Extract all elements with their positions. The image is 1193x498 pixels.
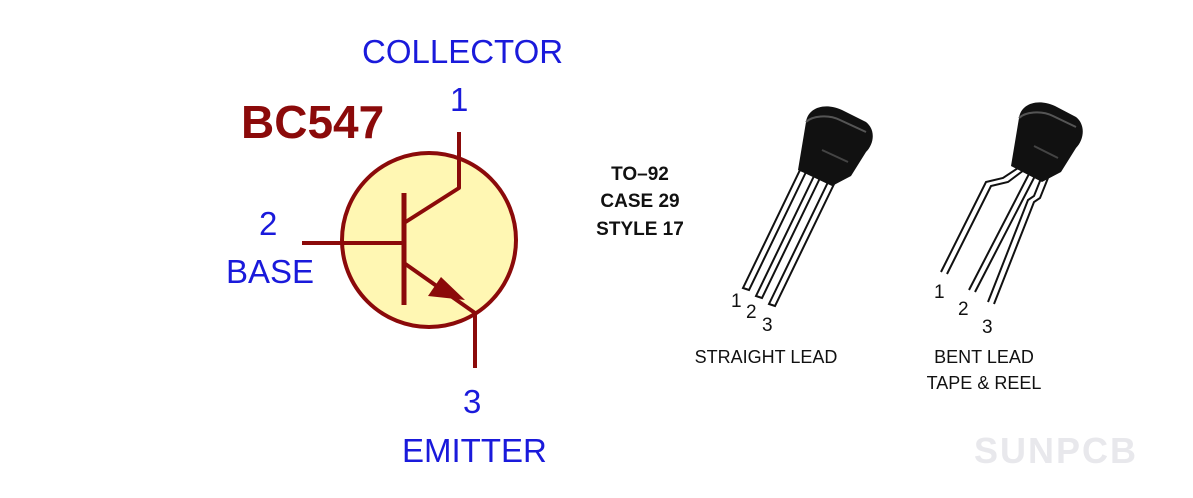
straight-lead-package: [741, 106, 873, 308]
transistor-body-circle: [340, 151, 518, 329]
emitter-arrow: [428, 277, 465, 300]
bent-lead-2-inner: [974, 173, 1037, 293]
bent-lead-number-2: 2: [958, 299, 969, 320]
bent-lead-pins: [940, 167, 1049, 305]
bent-lead-number-3: 3: [982, 317, 993, 338]
straight-lead-body: [798, 106, 873, 186]
bent-lead-3-inner: [993, 177, 1049, 305]
bent-lead-2-outer: [968, 171, 1031, 291]
bent-lead-3-outer: [987, 175, 1043, 303]
bent-lead-caption-line-1: BENT LEAD: [934, 347, 1034, 367]
part-number: BC547: [241, 96, 384, 148]
bent-lead-caption-line-2: TAPE & REEL: [927, 373, 1042, 393]
base-pin-number: 2: [259, 205, 277, 242]
straight-lead-pins: [741, 168, 838, 308]
npn-transistor-symbol: [302, 132, 518, 368]
emitter-pin-number: 3: [463, 383, 481, 420]
collector-lead: [402, 132, 461, 225]
straight-lead-number-1: 1: [731, 291, 742, 312]
package-line-2: CASE 29: [600, 191, 679, 212]
straight-lead-caption: STRAIGHT LEAD: [695, 347, 838, 367]
straight-lead-number-2: 2: [746, 302, 757, 323]
emitter-lead: [402, 261, 477, 368]
bent-lead-package: [940, 102, 1083, 305]
watermark: SUNPCB: [974, 430, 1138, 471]
bent-lead-number-1: 1: [934, 282, 945, 303]
package-line-3: STYLE 17: [596, 219, 684, 240]
straight-lead-3: [767, 176, 838, 308]
bent-lead-body: [1011, 102, 1083, 182]
package-line-1: TO–92: [611, 164, 669, 185]
collector-pin-name: COLLECTOR: [362, 33, 563, 70]
bent-lead-1-outer: [940, 167, 1019, 273]
straight-lead-number-3: 3: [762, 315, 773, 336]
bent-lead-1-inner: [946, 169, 1025, 275]
collector-pin-number: 1: [450, 81, 468, 118]
base-pin-name: BASE: [226, 253, 314, 290]
emitter-pin-name: EMITTER: [402, 432, 547, 469]
